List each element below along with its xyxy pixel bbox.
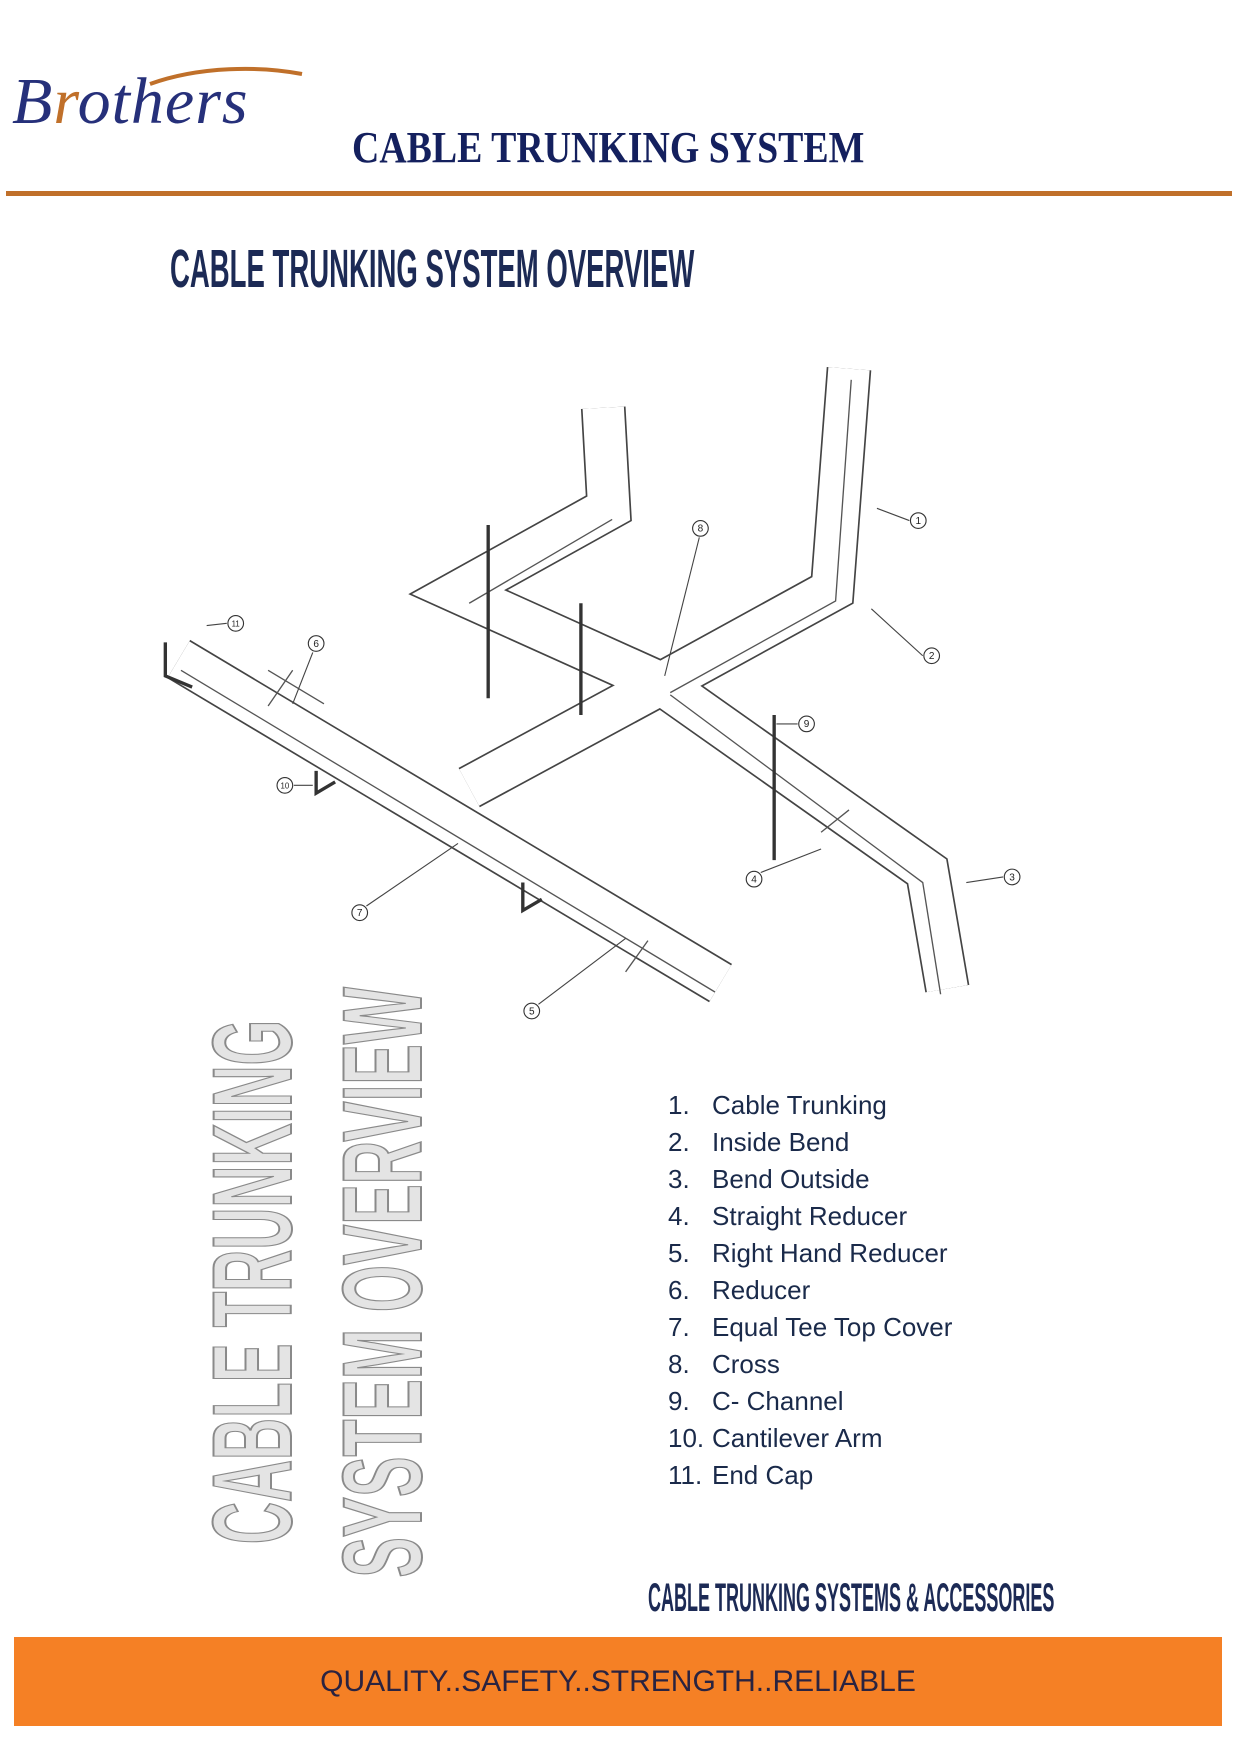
side-title-line-2: SYSTEM OVERVIEW: [319, 987, 445, 1579]
list-item: 6.Reducer: [668, 1275, 811, 1305]
callout-leaders: [206, 507, 1004, 1005]
list-item: 10.Cantilever Arm: [668, 1423, 883, 1453]
list-item: 8.Cross: [668, 1349, 780, 1379]
list-item: 2.Inside Bend: [668, 1127, 850, 1157]
callout-11: 11: [227, 614, 245, 632]
tagline: CABLE TRUNKING SYSTEMS & ACCESSORIES: [648, 1576, 1055, 1620]
logo-swoosh-icon: [149, 66, 303, 86]
svg-text:3: 3: [1009, 872, 1015, 883]
brand-logo: Brothers: [10, 58, 310, 138]
svg-text:4: 4: [751, 875, 757, 886]
document-title: CABLE TRUNKING SYSTEM: [352, 123, 865, 172]
callout-2: 2: [923, 647, 941, 665]
list-item: 11.End Cap: [668, 1460, 814, 1490]
list-item: 5.Right Hand Reducer: [668, 1238, 948, 1268]
list-item: 3.Bend Outside: [668, 1164, 870, 1194]
svg-text:5: 5: [529, 1006, 535, 1017]
svg-text:6: 6: [313, 639, 319, 650]
svg-text:7: 7: [357, 908, 363, 919]
svg-text:1: 1: [915, 516, 921, 527]
footer-banner: QUALITY..SAFETY..STRENGTH..RELIABLE: [14, 1637, 1222, 1726]
list-item: 9.C- Channel: [668, 1386, 844, 1416]
svg-text:9: 9: [804, 719, 810, 730]
callout-5: 5: [523, 1002, 541, 1020]
list-item: 7.Equal Tee Top Cover: [668, 1312, 953, 1342]
logo-text: Brothers: [12, 65, 249, 138]
svg-text:11: 11: [232, 620, 240, 629]
callout-7: 7: [351, 904, 369, 922]
parts-list: 1.Cable Trunking 2.Inside Bend 3.Bend Ou…: [668, 1090, 952, 1497]
banner-text: QUALITY..SAFETY..STRENGTH..RELIABLE: [320, 1664, 916, 1698]
callout-9: 9: [798, 715, 815, 733]
callout-6: 6: [307, 635, 325, 652]
side-title-line-1: CABLE TRUNKING: [189, 1020, 315, 1546]
callout-3: 3: [1003, 868, 1021, 886]
list-item: 1.Cable Trunking: [668, 1090, 887, 1120]
overview-heading: CABLE TRUNKING SYSTEM OVERVIEW: [170, 239, 695, 299]
callout-8: 8: [692, 520, 709, 537]
callout-10: 10: [276, 776, 294, 794]
trunking-side-edges: [180, 379, 942, 995]
header-divider: [6, 191, 1232, 196]
c-channel-supports: [163, 525, 776, 914]
svg-text:2: 2: [929, 651, 935, 662]
svg-text:10: 10: [281, 782, 290, 791]
callout-1: 1: [909, 512, 927, 529]
svg-text:8: 8: [698, 524, 704, 535]
callout-4: 4: [745, 870, 763, 888]
list-item: 4.Straight Reducer: [668, 1201, 908, 1231]
